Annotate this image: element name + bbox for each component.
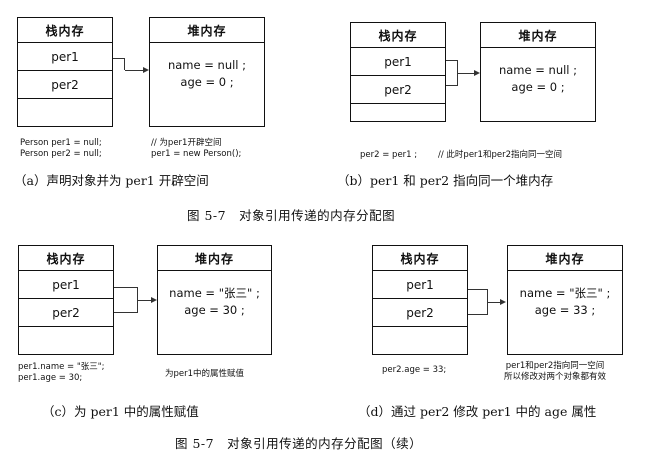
stack-cell-empty [351,104,445,131]
stack-memory-header: 栈内存 [351,23,445,48]
code-line: Person per1 = null; [20,138,102,148]
panel-caption: （d）通过 per2 修改 per1 中的 age 属性 [358,404,597,419]
code-snippet-right: // 此时per1和per2指向同一空间 [438,150,562,161]
reference-connector [113,58,125,70]
code-line: Person per2 = null; [20,149,102,159]
heap-name-field: name = "张三" ; [169,286,260,300]
stack-memory-header: 栈内存 [373,246,467,271]
heap-memory-header: 堆内存 [481,23,595,48]
stack-cell-per2: per2 [19,299,113,327]
panel-caption: （c）为 per1 中的属性赋值 [42,404,199,419]
reference-connector [446,60,458,86]
stack-cell-per1: per1 [18,43,112,71]
heap-age-field: age = 30 ; [184,303,245,317]
reference-arrowhead [143,67,149,73]
stack-memory-box: 栈内存 per1 per2 [18,245,114,355]
figure-title-continued: 图 5-7 对象引用传递的内存分配图（续） [175,436,423,451]
code-snippet-right: per1和per2指向同一空间 所以修改对两个对象都有效 [504,361,606,383]
code-line: per2 = per1 ; [360,150,418,160]
code-line: per1和per2指向同一空间 [505,361,605,371]
heap-name-field: name = null ; [167,58,247,72]
heap-name-field: name = null ; [498,63,578,77]
code-snippet-right: // 为per1开辟空间 per1 = new Person(); [151,138,241,160]
reference-connector [114,287,138,313]
heap-memory-header: 堆内存 [158,246,271,271]
code-line: per2.age = 33; [382,365,447,375]
reference-arrowhead [500,299,506,305]
panel-caption: （a）声明对象并为 per1 开辟空间 [14,173,209,188]
heap-memory-box: 堆内存 name = "张三" ; age = 30 ; [157,245,272,355]
stack-cell-per2: per2 [18,71,112,99]
code-line: 所以修改对两个对象都有效 [504,372,607,382]
reference-arrowhead [474,70,480,76]
reference-arrow-line [458,73,475,74]
code-snippet-left: per1.name = "张三"; per1.age = 30; [18,362,105,384]
heap-age-field: age = 0 ; [180,75,234,89]
code-line: per1.name = "张三"; [18,362,105,372]
panel-b: 栈内存 per1 per2 堆内存 name = null ; age = 0 … [323,0,646,188]
panel-c: 栈内存 per1 per2 堆内存 name = "张三" ; age = 30… [0,231,323,419]
stack-cell-per1: per1 [19,271,113,299]
stack-cell-per1: per1 [373,271,467,299]
code-snippet-left: Person per1 = null; Person per2 = null; [20,138,102,160]
reference-arrow-line [125,70,145,71]
stack-cell-empty [373,327,467,354]
panel-caption: （b）per1 和 per2 指向同一个堆内存 [337,173,554,188]
figure-title: 图 5-7 对象引用传递的内存分配图 [187,208,396,223]
reference-arrow-line [488,302,501,303]
code-snippet-left: per2.age = 33; [382,365,446,376]
reference-arrowhead [151,297,157,303]
stack-cell-empty [19,327,113,354]
stack-cell-per2: per2 [351,76,445,104]
heap-memory-box: 堆内存 name = "张三" ; age = 33 ; [507,245,623,355]
panel-a: 栈内存 per1 per2 堆内存 name = null ; age = 0 … [0,0,323,188]
code-line: per1.age = 30; [18,373,83,383]
stack-memory-header: 栈内存 [19,246,113,271]
heap-name-field: name = "张三" ; [519,286,611,300]
heap-age-field: age = 0 ; [511,80,565,94]
stack-memory-box: 栈内存 per1 per2 [350,22,446,122]
code-line: per1 = new Person(); [151,149,242,159]
stack-memory-box: 栈内存 per1 per2 [372,245,468,355]
reference-connector [468,289,488,315]
heap-memory-box: 堆内存 name = null ; age = 0 ; [149,17,265,127]
panel-d: 栈内存 per1 per2 堆内存 name = "张三" ; age = 33… [323,231,646,419]
reference-arrow-line [138,300,152,301]
heap-memory-box: 堆内存 name = null ; age = 0 ; [480,22,596,122]
code-line: 为per1中的属性赋值 [165,369,245,379]
stack-cell-per1: per1 [351,48,445,76]
stack-cell-per2: per2 [373,299,467,327]
heap-memory-header: 堆内存 [150,18,264,43]
heap-age-field: age = 33 ; [534,303,596,317]
heap-memory-header: 堆内存 [508,246,622,271]
code-line: // 为per1开辟空间 [151,138,222,148]
code-snippet-left: per2 = per1 ; [360,150,417,161]
stack-cell-empty [18,99,112,126]
code-line: // 此时per1和per2指向同一空间 [438,150,562,160]
stack-memory-header: 栈内存 [18,18,112,43]
code-snippet-right: 为per1中的属性赋值 [165,369,244,380]
stack-memory-box: 栈内存 per1 per2 [17,17,113,127]
